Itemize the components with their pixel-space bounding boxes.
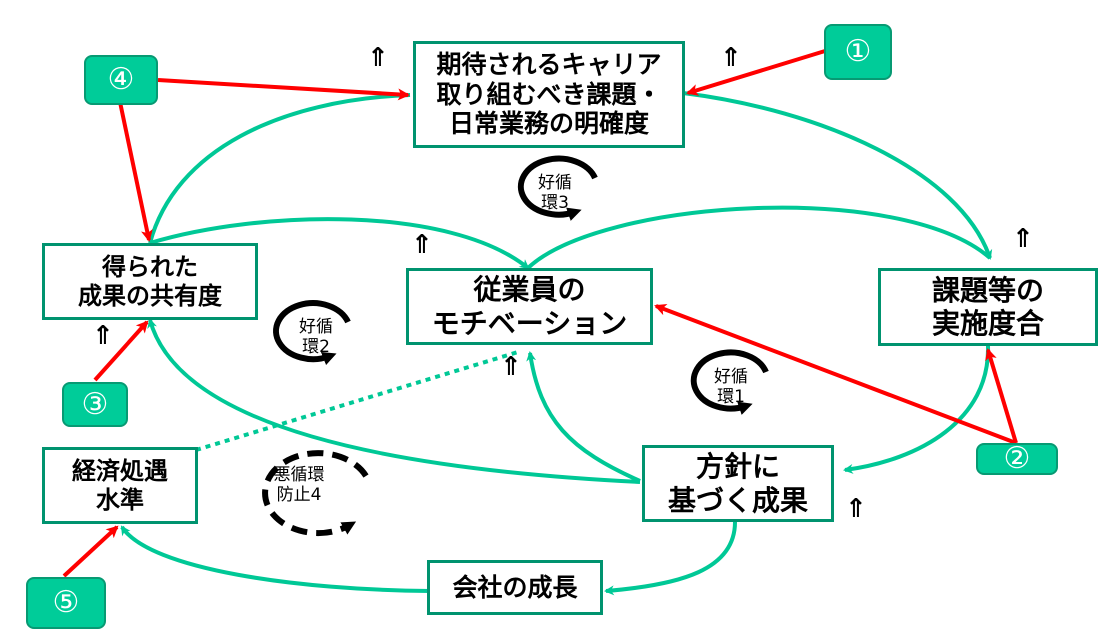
link-policy-to-sharing (147, 318, 641, 484)
factor-link-2-implementation (985, 348, 1018, 444)
link-implementation-to-policy (843, 345, 991, 474)
badge-1: ① (824, 24, 892, 80)
cycle-label-2: 好循 環2 (299, 317, 333, 358)
cycle-label-4: 悪循環 防止4 (273, 465, 325, 506)
node-result-sharing: 得られた 成果の共有度 (42, 243, 258, 320)
link-sharing-to-motivation (149, 217, 530, 270)
increase-marker-sharing: ⇑ (92, 321, 114, 351)
badge-5: ⑤ (26, 577, 106, 629)
increase-marker-motivation-top: ⇑ (411, 230, 433, 260)
cycle-label-1: 好循 環1 (714, 367, 748, 408)
increase-marker-motivation-bottom: ⇑ (500, 352, 522, 382)
factor-link-1-career (686, 49, 826, 96)
cycle-arrow-4 (262, 450, 369, 537)
cycle-arrow-3 (517, 155, 598, 221)
badge-4: ④ (84, 55, 158, 105)
badge-2: ② (976, 443, 1058, 475)
link-growth-to-economic (120, 525, 431, 593)
cycle-arrow-2 (273, 300, 351, 366)
increase-marker-implementation: ⇑ (1012, 224, 1034, 254)
factor-link-3-sharing (93, 320, 149, 382)
link-policy-to-growth (604, 521, 737, 596)
link-implementation-to-motivation (526, 205, 992, 270)
factor-link-5-economic (62, 525, 119, 578)
link-career-to-implementation (682, 91, 993, 260)
node-company-growth: 会社の成長 (427, 560, 603, 615)
factor-link-4-career (157, 78, 410, 101)
factor-link-2-motivation (654, 303, 1017, 445)
cycle-arrow-1 (690, 349, 769, 415)
link-policy-to-motivation (526, 351, 641, 483)
link-economic-to-motivation-dotted (195, 350, 519, 452)
increase-marker-career-right: ⇑ (720, 43, 742, 73)
factor-link-4-sharing (118, 101, 153, 242)
increase-marker-career-left: ⇑ (367, 43, 389, 73)
node-career-clarity: 期待されるキャリア 取り組むべき課題・ 日常業務の明確度 (413, 41, 685, 148)
node-economic: 経済処遇 水準 (42, 447, 198, 524)
link-sharing-to-career (148, 93, 411, 244)
node-policy-results: 方針に 基づく成果 (642, 445, 834, 522)
badge-3: ③ (62, 382, 128, 427)
cycle-label-3: 好循 環3 (538, 173, 572, 214)
node-motivation: 従業員の モチベーション (406, 268, 653, 345)
node-implementation: 課題等の 実施度合 (878, 268, 1098, 346)
increase-marker-policy: ⇑ (845, 494, 867, 524)
